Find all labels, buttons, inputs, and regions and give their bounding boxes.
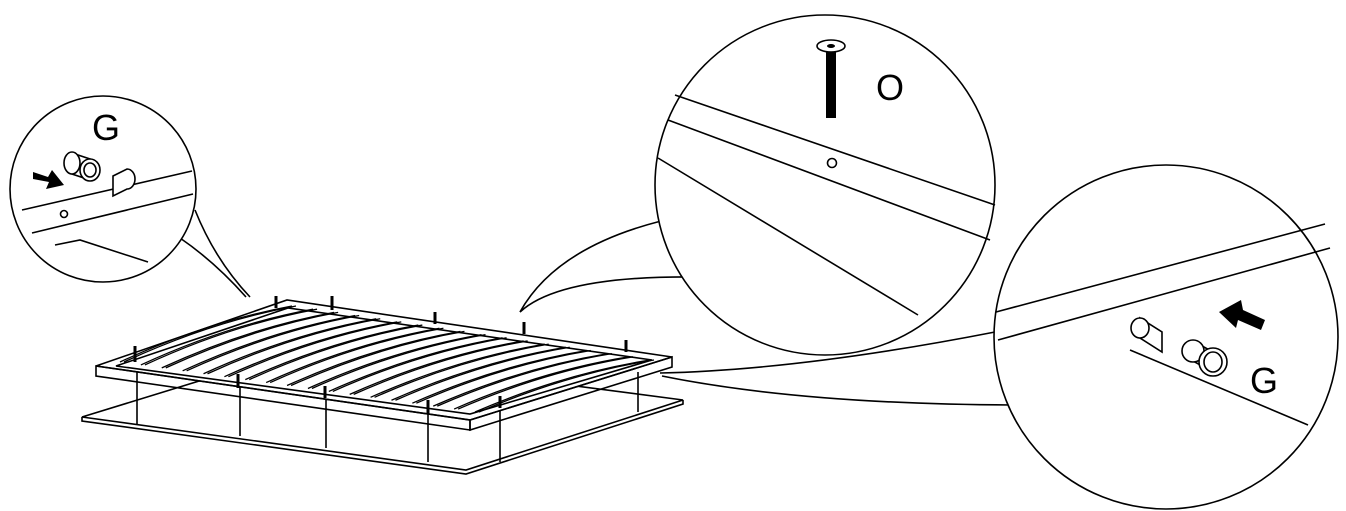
slat bbox=[311, 333, 486, 390]
arrow-icon bbox=[1219, 300, 1265, 330]
slat bbox=[436, 353, 612, 407]
frame-bolts bbox=[133, 296, 628, 414]
slat bbox=[307, 333, 482, 390]
slat bbox=[453, 356, 630, 410]
slat bbox=[412, 349, 587, 404]
slat bbox=[182, 314, 356, 372]
dowel-icon bbox=[1130, 316, 1228, 377]
slats bbox=[119, 305, 655, 413]
slat bbox=[416, 349, 591, 404]
callout-label-left: G bbox=[92, 107, 120, 148]
slat bbox=[165, 311, 339, 369]
slat bbox=[269, 327, 444, 384]
slat bbox=[353, 340, 528, 395]
slat bbox=[395, 346, 570, 401]
slat bbox=[349, 340, 524, 395]
callout-top: O bbox=[519, 14, 996, 356]
bed-frame bbox=[81, 296, 684, 475]
slat bbox=[265, 327, 440, 384]
slat bbox=[286, 330, 461, 387]
slat bbox=[290, 330, 465, 387]
slat bbox=[161, 311, 335, 369]
slat bbox=[144, 308, 318, 366]
slat bbox=[224, 321, 398, 378]
bolt-icon bbox=[816, 39, 846, 118]
callout-label-top: O bbox=[876, 67, 904, 108]
slat bbox=[474, 359, 651, 413]
slat bbox=[203, 318, 377, 375]
slat bbox=[391, 346, 566, 401]
callout-label-right: G bbox=[1250, 360, 1278, 401]
slat bbox=[332, 337, 507, 393]
slat bbox=[432, 353, 608, 407]
slat bbox=[245, 324, 419, 381]
slat bbox=[249, 324, 423, 381]
callout-left: G bbox=[9, 95, 251, 298]
slat bbox=[370, 343, 545, 398]
arrow-icon bbox=[33, 170, 64, 189]
slat bbox=[119, 305, 293, 363]
slat bbox=[457, 356, 634, 410]
slat bbox=[207, 318, 381, 375]
slat bbox=[374, 343, 549, 398]
slat bbox=[328, 337, 503, 393]
callout-right: G bbox=[659, 164, 1339, 510]
slat bbox=[186, 314, 360, 372]
slat bbox=[140, 308, 314, 366]
dowel-icon bbox=[63, 151, 136, 198]
slat bbox=[228, 321, 402, 378]
slat bbox=[123, 305, 297, 363]
